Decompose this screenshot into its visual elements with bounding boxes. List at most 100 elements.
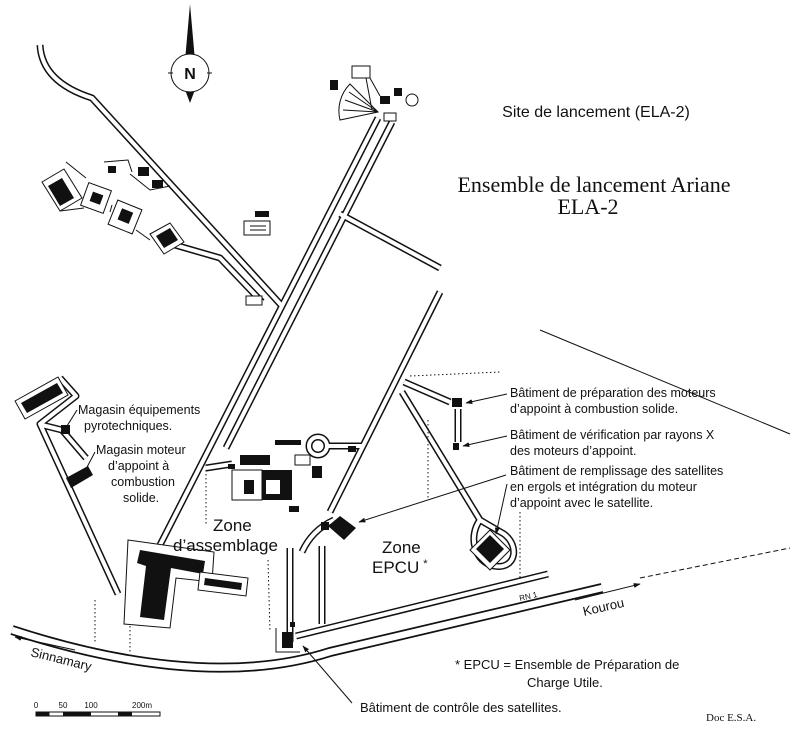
label-preparation-moteurs: Bâtiment de préparation des moteurs d’ap… [510, 386, 716, 416]
building-preparation-moteurs [452, 398, 462, 407]
assembly-building-1 [240, 455, 270, 465]
building-north-block [255, 211, 269, 217]
page-title-line2: ELA-2 [557, 194, 618, 219]
scale-tick-label: 200m [132, 701, 152, 710]
scale-bar-segment [36, 712, 50, 716]
building-north-yard [243, 220, 271, 236]
road-east [338, 212, 442, 270]
track-east [539, 329, 791, 435]
road-rn1-label: RN 1 [518, 590, 538, 603]
north-arrow: N [168, 4, 212, 103]
roads-outline [12, 45, 602, 668]
label-magasin-moteur: Magasin moteur d’appoint à combustion so… [96, 443, 186, 505]
leader-preparation-moteurs [465, 393, 508, 405]
label-line: Bâtiment de vérification par rayons X [510, 428, 715, 442]
scale-bar-frame [35, 711, 161, 717]
building-nw-7 [108, 166, 116, 173]
boundary-assembly-south [267, 559, 271, 633]
assembly-building-6 [228, 464, 235, 469]
north-needle-icon [185, 4, 195, 60]
leader-remplissage-epcu [494, 483, 508, 535]
launch-pad-flame-trench [338, 83, 380, 121]
label-controle-satellites: Bâtiment de contrôle des satellites. [360, 700, 562, 715]
label-line: solide. [123, 491, 159, 505]
controle-annex [290, 622, 295, 627]
zone-assemblage-line2: d’assemblage [173, 536, 278, 555]
storage-west-block [21, 383, 63, 413]
assembly-building-3 [275, 440, 301, 445]
launch-pad-structure-4 [383, 112, 397, 122]
building-north [243, 211, 271, 306]
launch-pad-structure-1 [330, 80, 338, 90]
building-verification-rayons-x [453, 443, 459, 450]
building-remplissage-epcu [469, 529, 511, 571]
label-line: d’appoint avec le satellite. [510, 496, 653, 510]
building-controle-satellites [275, 622, 300, 653]
launch-pad-fan-lines [342, 91, 379, 113]
arrow-kourou [574, 583, 641, 601]
remplissage-west-annex [321, 522, 329, 530]
zone-epcu-name: EPCU [372, 558, 419, 577]
credit: Doc E.S.A. [706, 712, 756, 724]
roads-fill [12, 43, 602, 668]
label-remplissage-satellites: Bâtiment de remplissage des satellites e… [510, 464, 723, 510]
north-label: N [184, 66, 196, 83]
label-magasin-pyrotechniques: Magasin équipements pyrotechniques. [78, 403, 200, 433]
controle-block [282, 632, 293, 648]
leader-magasin-pyrotechniques [66, 409, 78, 427]
building-nw-2 [89, 191, 104, 205]
south-needle-icon [185, 91, 195, 103]
scale-bar-segment [63, 712, 91, 716]
remplissage-west-block [328, 516, 356, 540]
launch-pad [330, 65, 419, 122]
road-epcu-top [402, 380, 452, 404]
site-title: Site de lancement (ELA-2) [502, 104, 690, 121]
road-kourou-label: Kourou [581, 595, 625, 619]
building-long-block [204, 578, 242, 590]
building-large-southwest [123, 539, 249, 629]
controle-fence [275, 628, 300, 653]
leader-remplissage-west [358, 474, 507, 523]
magasin-moteur-building [66, 466, 93, 488]
road-epcu-west [328, 290, 442, 514]
building-north-lines [250, 225, 266, 231]
assembly-building-4 [312, 466, 322, 478]
road-main-axis-2 [224, 120, 394, 450]
label-line: d’appoint à combustion solide. [510, 402, 678, 416]
zone-assemblage-line1: Zone [213, 516, 252, 535]
remplissage-epcu-block [476, 535, 504, 563]
scale-tick-label: 50 [59, 701, 68, 710]
leader-lines [14, 393, 641, 704]
building-nw-4 [156, 228, 178, 248]
leader-magasin-moteur [84, 451, 96, 472]
zone-assemblage-label: Zone d’assemblage [173, 516, 278, 555]
boundary-epcu-north [409, 371, 501, 377]
road-northwest [38, 43, 284, 308]
label-line: d’appoint à [108, 459, 169, 473]
scale-tick-label: 100 [84, 701, 98, 710]
scale-bar: 0 50 100 200m [34, 701, 161, 717]
building-nw-1 [48, 178, 74, 206]
building-cluster-northwest [41, 159, 185, 255]
leader-verification-rayons-x [462, 435, 508, 447]
road-assembly-curve-edge [302, 520, 334, 552]
assembly-building-7 [348, 446, 356, 452]
building-nw-paths [59, 159, 171, 241]
label-line: Magasin moteur [96, 443, 186, 457]
launch-pad-tank [405, 93, 419, 107]
assembly-building-2 [244, 480, 254, 494]
building-remplissage-west [321, 516, 356, 540]
launch-pad-structure-2 [380, 96, 390, 104]
arrow-sinnamary [14, 635, 76, 651]
launch-tower [351, 65, 371, 79]
assembly-buildings [228, 440, 356, 512]
building-nw-6 [152, 180, 163, 188]
label-line: des moteurs d’appoint. [510, 444, 636, 458]
legend-line2: Charge Utile. [527, 675, 603, 690]
label-line: Bâtiment de préparation des moteurs [510, 386, 716, 400]
assembly-building-5 [289, 506, 299, 512]
label-line: Magasin équipements [78, 403, 200, 417]
leader-controle-satellites [302, 645, 353, 704]
